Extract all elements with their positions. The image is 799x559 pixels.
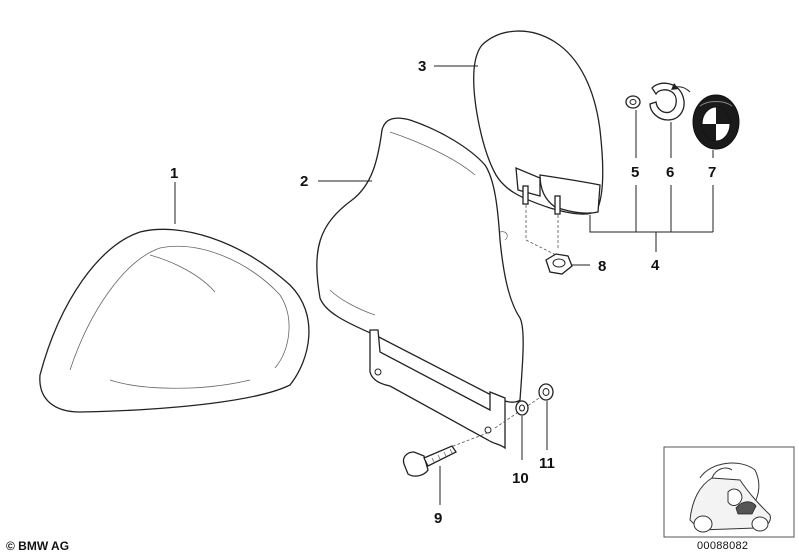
callout-11: 11 xyxy=(539,455,555,472)
callout-10: 10 xyxy=(512,470,529,487)
part-clip-ring xyxy=(649,82,685,121)
callout-4: 4 xyxy=(651,257,660,274)
part-seat-cushion xyxy=(39,228,310,413)
part-bolt xyxy=(402,445,457,477)
part-nut xyxy=(545,253,573,275)
arrow-head-icon xyxy=(671,83,679,90)
diagram-reference-number: 00088082 xyxy=(697,540,749,552)
callout-2: 2 xyxy=(300,173,308,190)
callout-8: 8 xyxy=(598,258,606,275)
callout-7: 7 xyxy=(708,164,716,181)
callout-3: 3 xyxy=(418,58,426,75)
part-washer-11 xyxy=(538,383,554,401)
part-backrest xyxy=(316,117,524,403)
assembly-line-nut xyxy=(525,239,557,256)
copyright-text: © BMW AG xyxy=(6,539,70,553)
callout-6: 6 xyxy=(666,164,674,181)
scooter-thumbnail-icon xyxy=(663,446,795,538)
part-small-ring xyxy=(625,95,641,109)
assembly-line-bolt xyxy=(447,431,491,449)
leader-4-bracket xyxy=(589,185,714,252)
part-washer-10 xyxy=(515,400,529,416)
part-backrest-bracket xyxy=(369,329,506,450)
callout-5: 5 xyxy=(631,164,639,181)
arrow-rotation xyxy=(675,86,691,93)
callout-9: 9 xyxy=(434,510,442,527)
bmw-roundel-icon xyxy=(692,94,740,150)
callout-1: 1 xyxy=(170,165,178,182)
part-headrest xyxy=(473,30,604,215)
